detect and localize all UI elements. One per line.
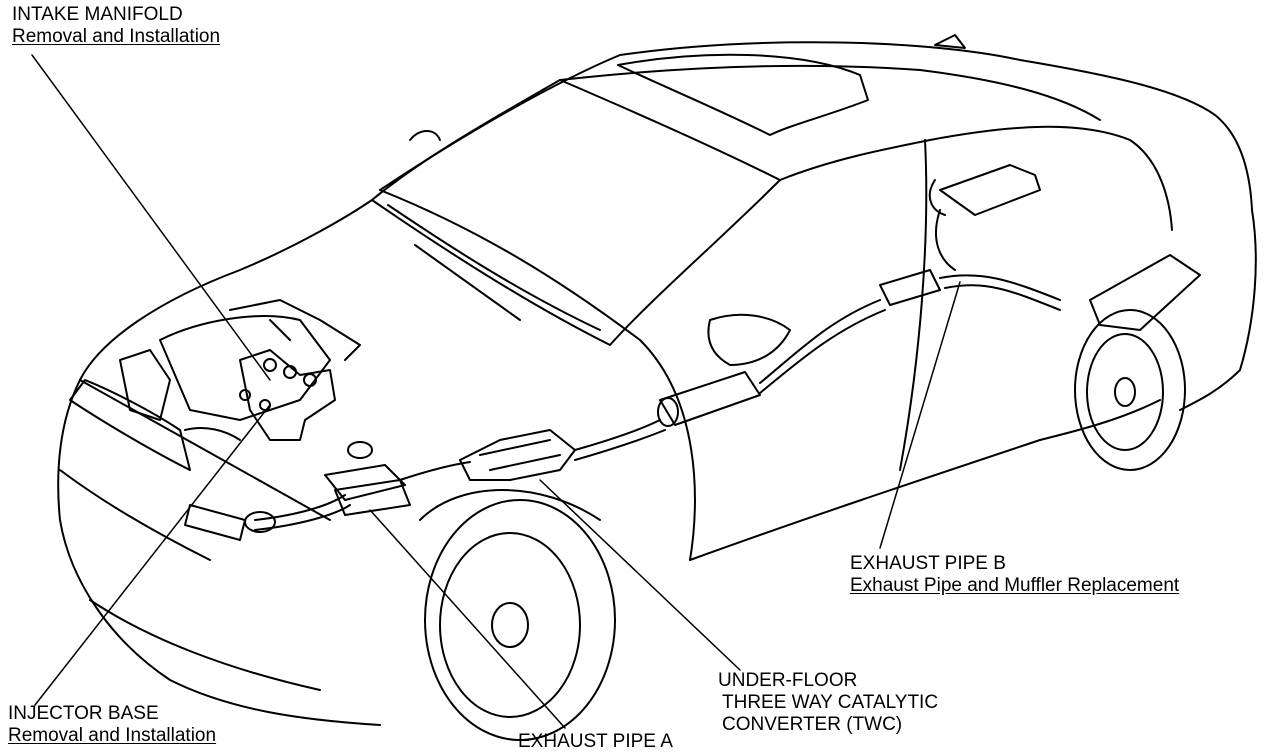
twc-line3: CONVERTER (TWC) <box>722 714 903 735</box>
front-wheel <box>419 489 616 741</box>
leader-injector-base <box>34 404 271 706</box>
intake-manifold-title: INTAKE MANIFOLD <box>12 4 183 25</box>
leader-twc <box>539 479 741 671</box>
callout-exhaust-pipe-a: EXHAUST PIPE A <box>518 731 673 753</box>
leader-intake-manifold <box>31 54 271 381</box>
exhaust-pipe-b-link[interactable]: Exhaust Pipe and Muffler Replacement <box>850 575 1180 596</box>
intake-manifold-link[interactable]: Removal and Installation <box>12 26 221 47</box>
callout-injector-base: INJECTOR BASE Removal and Installation <box>8 703 216 747</box>
callout-twc: UNDER-FLOOR THREE WAY CATALYTIC CONVERTE… <box>718 670 938 736</box>
exhaust-pipe-b-title: EXHAUST PIPE B <box>850 553 1006 574</box>
injector-base-link[interactable]: Removal and Installation <box>8 725 217 746</box>
leader-exhaust-pipe-a <box>369 509 566 729</box>
engine-block <box>119 299 361 441</box>
exhaust-system <box>244 164 1201 533</box>
twc-line2: THREE WAY CATALYTIC <box>722 692 939 713</box>
rear-wheel <box>1074 309 1186 471</box>
twc-line1: UNDER-FLOOR <box>718 670 858 691</box>
car-body <box>57 34 1257 726</box>
exhaust-pipe-a-title: EXHAUST PIPE A <box>518 731 673 752</box>
callout-intake-manifold: INTAKE MANIFOLD Removal and Installation <box>12 4 220 48</box>
leader-lines <box>31 54 961 729</box>
leader-exhaust-pipe-b <box>879 281 961 549</box>
injector-base-title: INJECTOR BASE <box>8 703 159 724</box>
callout-exhaust-pipe-b: EXHAUST PIPE B Exhaust Pipe and Muffler … <box>850 553 1179 597</box>
